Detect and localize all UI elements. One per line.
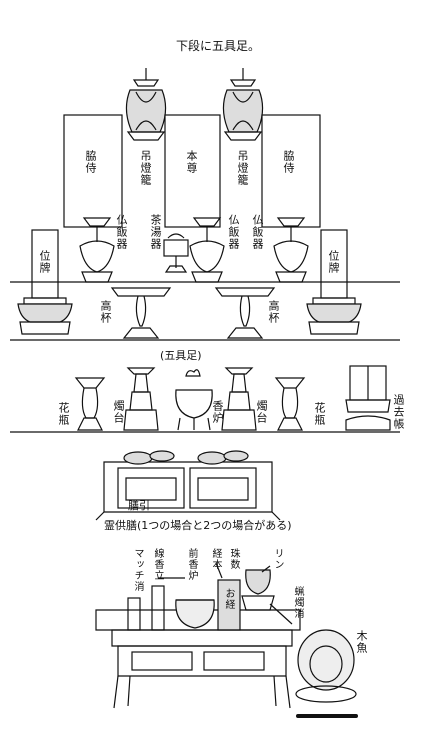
rousoku-keshi-icon [269,603,293,625]
label-tourou-right: 吊燈籠 [236,150,249,186]
label-kabin-right: 花瓶 [313,402,326,426]
kouro-icon [175,369,213,431]
hanging-lantern-left-icon [125,68,167,141]
kakochou-icon [345,365,391,431]
label-rousoku-keshi: 蝋燭消 [292,586,303,619]
label-kabin-left: 花瓶 [57,402,70,426]
reikuzen-icon [95,450,281,521]
label-maekouro: 前香炉 [186,548,197,581]
label-senkoutate: 線香立 [152,548,163,581]
senkoutate-icon [151,585,165,631]
label-chatouki: 茶湯器 [149,214,162,250]
shokudai-left-icon [123,367,159,431]
rin-icon [241,569,275,611]
ihai-left-icon [17,229,73,335]
label-buppanki-right-a: 仏飯器 [227,214,240,250]
label-ihai-left: 位牌 [38,250,51,274]
maekouro-icon [175,599,215,629]
label-shokudai-right: 燭台 [255,400,268,424]
match-keshi-icon [127,597,141,631]
buppanki-right-icon [273,217,309,283]
maejoku-table-icon [111,629,293,709]
hanging-lantern-right-icon [222,68,264,141]
label-takatsuki-left: 高杯 [99,300,112,324]
label-wakiji-left: 脇侍 [84,150,97,174]
mokugyo-icon [295,629,358,718]
label-zenbiki: 膳引 [128,499,150,512]
wakiji-left-board [63,114,123,228]
shokudai-right-icon [221,367,257,431]
chatouki-icon [163,233,189,273]
label-rin: リン [272,548,283,570]
honzon-board [164,114,221,228]
label-kakochou: 過去帳 [392,394,405,430]
label-kyouhon: 経本 [210,548,221,570]
page-title: 下段に五具足。 [176,39,261,53]
label-shokudai-left: 燭台 [112,400,125,424]
kabin-right-icon [274,377,306,431]
label-honzon: 本尊 [185,150,198,174]
takatsuki-right-icon [214,287,276,339]
buppanki-left-icon [79,217,115,283]
label-juzu: 珠数 [228,548,239,570]
label-ihai-right: 位牌 [327,250,340,274]
label-takatsuki-right: 高杯 [267,300,280,324]
label-match-keshi: マッチ消 [132,548,143,592]
label-gogusoku: (五具足) [160,349,202,362]
label-kouro: 香炉 [211,400,224,424]
label-tourou-left: 吊燈籠 [139,150,152,186]
label-okyou: お経 [223,588,234,610]
label-mokugyo: 木魚 [355,630,368,654]
takatsuki-left-icon [110,287,172,339]
label-buppanki-right-b: 仏飯器 [251,214,264,250]
buppanki-center-icon [189,217,225,283]
label-wakiji-right: 脇侍 [282,150,295,174]
label-buppanki-left: 仏飯器 [115,214,128,250]
kabin-left-icon [74,377,106,431]
label-reikuzen-caption: 霊供膳(1つの場合と2つの場合がある) [104,519,292,532]
ihai-right-icon [306,229,362,335]
